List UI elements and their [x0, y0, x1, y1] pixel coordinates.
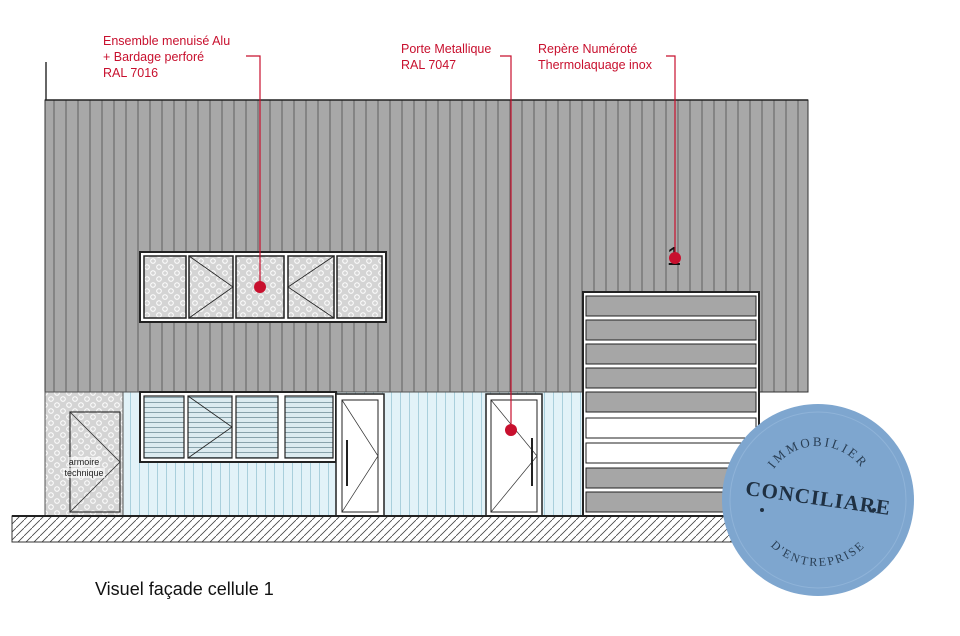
- leader-repere: [666, 55, 676, 258]
- armoire-label-line2: technique: [63, 468, 105, 478]
- menuiserie-panels: [143, 255, 383, 319]
- armoire-technique: [44, 391, 124, 517]
- annotation-porte-line1: Porte Metallique: [401, 42, 492, 56]
- marker-repere: [669, 252, 681, 264]
- conciliare-logo: IMMOBILIER CONCILIARE D'ENTREPRISE: [722, 404, 914, 596]
- marker-menuiserie: [254, 281, 266, 293]
- ground: [11, 515, 733, 543]
- leader-lines: [246, 55, 676, 430]
- leader-porte: [500, 55, 512, 430]
- annotation-porte: Porte Metallique RAL 7047: [401, 41, 491, 73]
- entrance-door: [335, 393, 385, 517]
- armoire-label-line1: armoire: [67, 457, 101, 467]
- leader-menuiserie: [246, 55, 261, 287]
- annotation-repere: Repère Numéroté Thermolaquage inox: [538, 41, 652, 73]
- annotation-menuiserie-line3: RAL 7016: [103, 66, 159, 80]
- annotation-repere-line1: Repère Numéroté: [538, 42, 638, 56]
- annotation-menuiserie: Ensemble menuisé Alu + Bardage perforé R…: [103, 33, 230, 81]
- annotation-menuiserie-line1: Ensemble menuisé Alu: [103, 34, 231, 48]
- drawing-caption: Visuel façade cellule 1: [95, 579, 274, 599]
- lower-window-panels: [143, 395, 334, 459]
- annotation-porte-line2: RAL 7047: [401, 58, 457, 72]
- armoire-label: armoire technique: [50, 457, 118, 479]
- annotation-menuiserie-line2: + Bardage perforé: [103, 50, 205, 64]
- porte-metallique: [485, 393, 543, 517]
- marker-porte: [505, 424, 517, 436]
- annotation-repere-line2: Thermolaquage inox: [538, 58, 652, 72]
